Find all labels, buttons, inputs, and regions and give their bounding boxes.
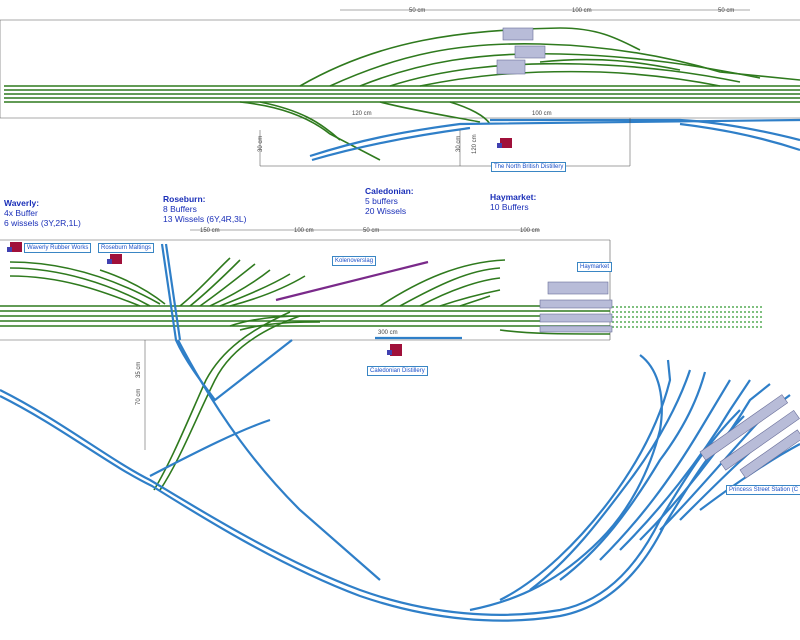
waverly-note-title: Waverly: (4, 198, 40, 208)
middle-main-tracks (0, 257, 611, 491)
caledonian-distillery-icon (387, 344, 402, 356)
kolenoverslag-track (275, 260, 429, 302)
dimension-mid-30: 30 cm (456, 135, 462, 152)
caledonian-note-line1: 5 buffers (365, 196, 398, 206)
waverly-note-line1: 4x Buffer (4, 208, 38, 218)
north-british-distillery-label[interactable]: The North British Distillery (491, 162, 567, 172)
waverly-note-line2: 6 wissels (3Y,2R,1L) (4, 218, 81, 228)
roseburn-note-title: Roseburn: (163, 194, 206, 204)
roseburn-note-line1: 8 Buffers (163, 204, 197, 214)
haymarket-label[interactable]: Haymarket (577, 262, 613, 272)
dimension-left-70: 70 cm (136, 388, 142, 405)
caledonian-note-title: Caledonian: (365, 186, 414, 196)
middle-section (0, 229, 762, 581)
princes-street-station-label[interactable]: Princess Street Station (C (726, 485, 800, 495)
dimension-top-120: 120 cm (352, 111, 372, 117)
waverly-note: Waverly: 4x Buffer 6 wissels (3Y,2R,1L) (4, 198, 81, 228)
dimension-ruler-3: 50 cm (718, 8, 735, 14)
haymarket-extension (612, 306, 762, 328)
waverly-rubber-works-label[interactable]: Waverly Rubber Works (24, 243, 92, 253)
haymarket-note-line1: 10 Buffers (490, 202, 529, 212)
dimension-left-35: 35 cm (136, 361, 142, 378)
waverly-rubber-works-icon (7, 242, 22, 252)
roseburn-note-line2: 13 Wissels (6Y,4R,3L) (163, 214, 247, 224)
dimension-ruler-6: 50 cm (363, 228, 380, 234)
haymarket-note: Haymarket: 10 Buffers (490, 192, 536, 212)
top-section (0, 9, 800, 167)
dimension-ruler-1: 50 cm (409, 8, 426, 14)
dimension-ruler-4: 150 cm (200, 228, 220, 234)
bottom-blue-tracks (0, 354, 800, 622)
dimension-ruler-2: 100 cm (572, 8, 592, 14)
dimension-bottom-300: 300 cm (378, 330, 398, 336)
haymarket-note-title: Haymarket: (490, 192, 537, 202)
caledonian-distillery-label[interactable]: Caledonian Distillery (367, 366, 428, 376)
dimension-left-30: 30 cm (258, 135, 264, 152)
north-british-distillery-icon (497, 138, 512, 148)
dimension-mid-120: 120 cm (472, 134, 478, 154)
roseburn-note: Roseburn: 8 Buffers 13 Wissels (6Y,4R,3L… (163, 194, 246, 224)
top-buildings (496, 27, 546, 75)
caledonian-note-line2: 20 Wissels (365, 206, 407, 216)
top-blue-tracks (309, 118, 800, 162)
kolenoverslag-label[interactable]: Kolenoverslag (332, 256, 377, 266)
princes-street-buildings (699, 394, 800, 479)
dimension-ruler-5: 100 cm (294, 228, 314, 234)
roseburn-maltings-icon (107, 254, 122, 264)
top-main-tracks (4, 27, 800, 161)
dimension-top-100: 100 cm (532, 111, 552, 117)
haymarket-buildings (539, 281, 613, 333)
caledonian-note: Caledonian: 5 buffers 20 Wissels (365, 186, 414, 216)
middle-blue-tracks (160, 243, 462, 581)
dimension-ruler-7: 100 cm (520, 228, 540, 234)
roseburn-maltings-label[interactable]: Roseburn Maltings (98, 243, 155, 253)
